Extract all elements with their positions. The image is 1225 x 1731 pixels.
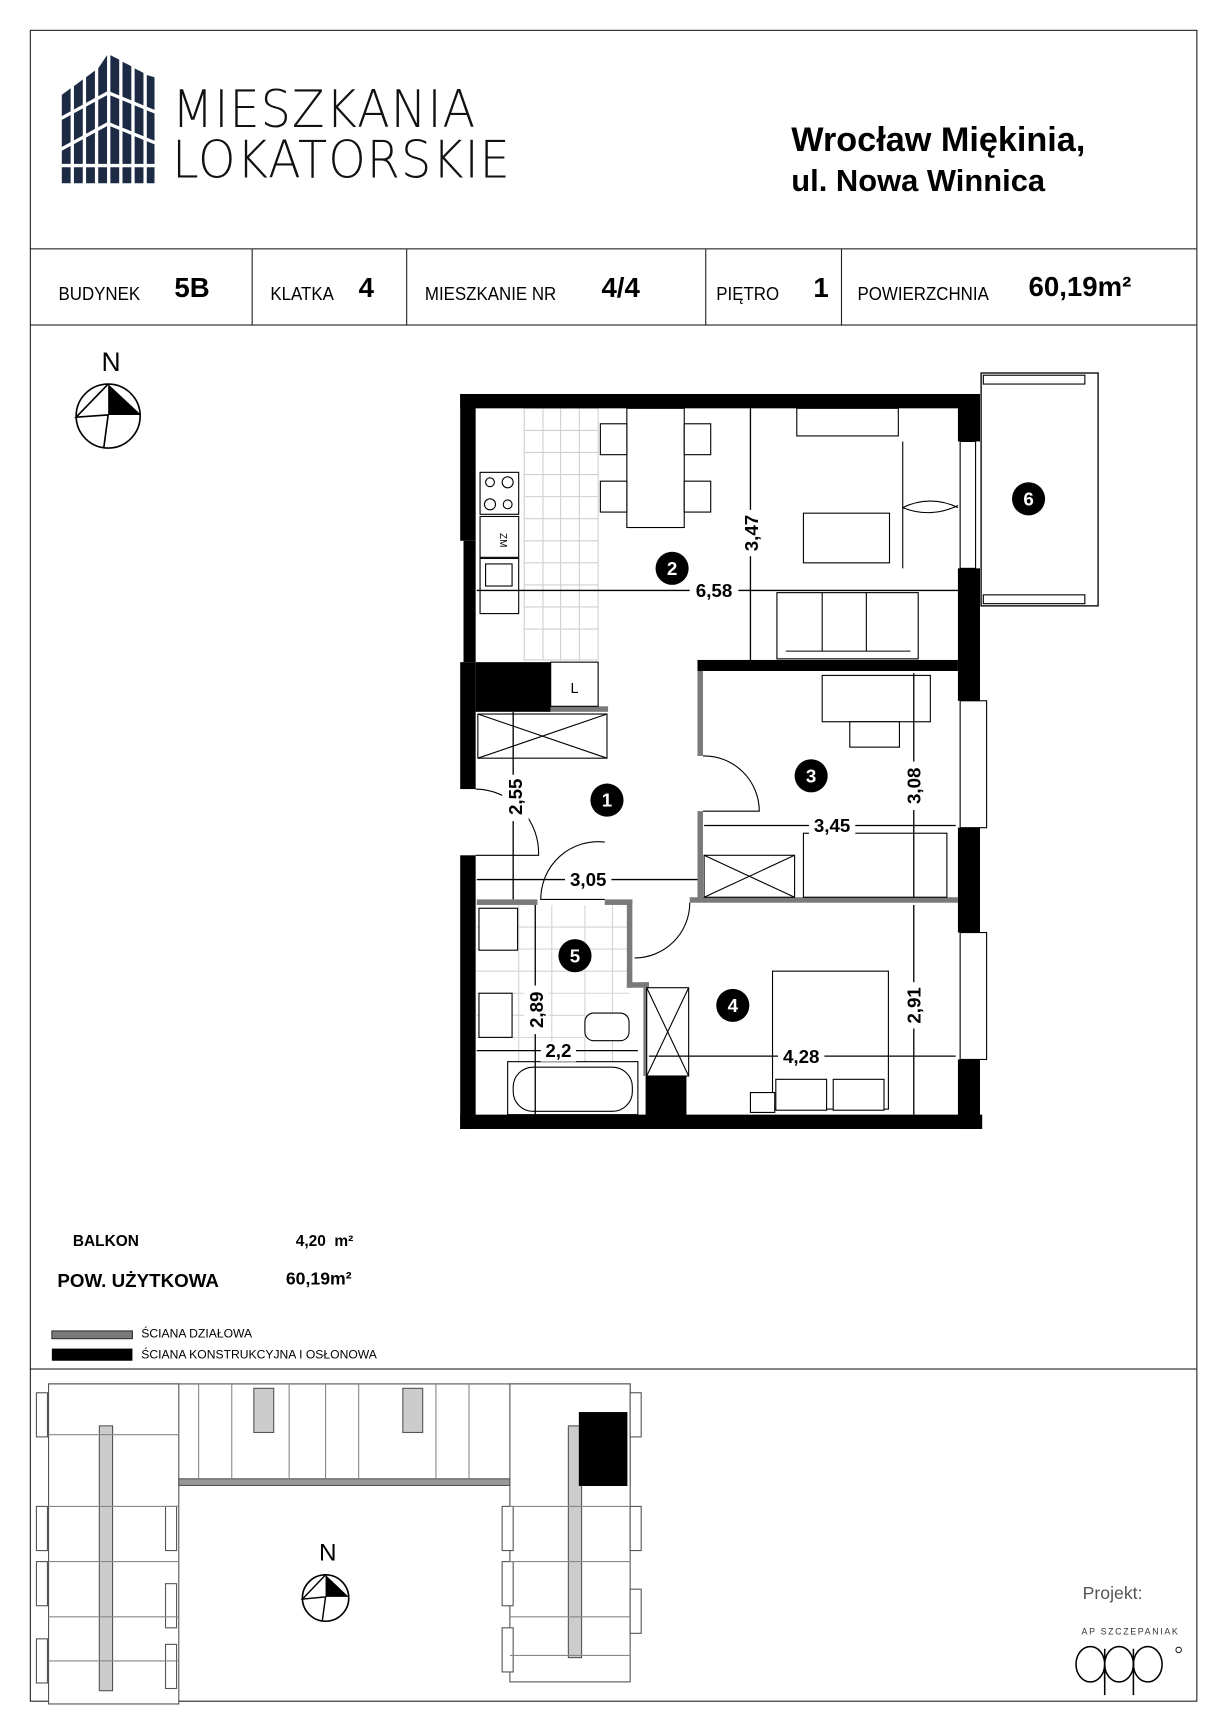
room-number: 6 bbox=[1023, 488, 1033, 509]
room-number: 1 bbox=[602, 790, 612, 811]
info-row-divider bbox=[29, 324, 1197, 326]
area-value: 60,19m² bbox=[1028, 271, 1132, 303]
staircase-label: KLATKA bbox=[270, 283, 334, 305]
firm-logo-icon bbox=[1075, 1645, 1182, 1696]
building-label: BUDYNEK bbox=[58, 283, 141, 305]
floor-value: 1 bbox=[813, 272, 829, 304]
siteplan-divider bbox=[29, 1368, 1197, 1370]
site-compass-north-label: N bbox=[319, 1539, 337, 1566]
room-number: 2 bbox=[667, 558, 677, 579]
site-plan bbox=[35, 1383, 642, 1705]
project-label: Projekt: bbox=[1082, 1584, 1143, 1604]
site-compass-icon: N bbox=[300, 1539, 350, 1623]
building-value: 5B bbox=[174, 272, 210, 304]
balcony-outline bbox=[980, 372, 1099, 607]
logo-text-line2: LOKATORSKIE bbox=[172, 130, 511, 191]
dimension-label: 3,05 bbox=[570, 869, 606, 890]
legend-structural-label: ŚCIANA KONSTRUKCYJNA I OSŁONOWA bbox=[141, 1348, 377, 1362]
building-logo-icon bbox=[59, 55, 157, 184]
dimension-label: 6,58 bbox=[696, 580, 733, 601]
dimension-label: 3,45 bbox=[814, 815, 851, 836]
location-street: ul. Nowa Winnica bbox=[791, 163, 1046, 198]
dimension-label: 2,55 bbox=[505, 779, 526, 816]
furniture bbox=[477, 407, 948, 1116]
apartment-label: MIESZKANIE NR bbox=[424, 283, 557, 305]
room-number: 5 bbox=[570, 945, 580, 966]
dimension-label: 2,2 bbox=[545, 1040, 571, 1061]
staircase-value: 4 bbox=[358, 272, 375, 304]
legend-partition-swatch bbox=[51, 1330, 133, 1340]
usable-area-label: POW. UŻYTKOWA bbox=[57, 1270, 219, 1292]
dimension-label: 3,08 bbox=[903, 768, 924, 805]
sheet-frame bbox=[29, 29, 1198, 1702]
closet-label: L bbox=[571, 681, 579, 697]
compass-north-label: N bbox=[102, 347, 121, 377]
usable-area-value: 60,19m² bbox=[285, 1270, 352, 1290]
cell-divider bbox=[705, 249, 707, 326]
kitchen-tiles bbox=[523, 407, 599, 661]
dimension-label: 2,91 bbox=[903, 987, 924, 1024]
room-number: 4 bbox=[728, 995, 739, 1016]
cell-divider bbox=[251, 249, 253, 326]
structural-walls bbox=[460, 393, 983, 1129]
compass-icon: N bbox=[74, 347, 142, 449]
apartment-value: 4/4 bbox=[601, 272, 640, 304]
highlighted-apartment bbox=[578, 1412, 628, 1486]
legend-partition-label: ŚCIANA DZIAŁOWA bbox=[141, 1327, 253, 1341]
windows bbox=[959, 440, 988, 1061]
room-number: 3 bbox=[806, 765, 816, 786]
legend-structural-swatch bbox=[51, 1348, 133, 1361]
cell-divider bbox=[406, 249, 408, 326]
firm-name: AP SZCZEPANIAK bbox=[1081, 1626, 1180, 1637]
balcony-area: 4,20 m² bbox=[295, 1231, 354, 1250]
balcony-label: BALKON bbox=[72, 1231, 139, 1250]
cell-divider bbox=[840, 249, 843, 326]
location-city: Wrocław Miękinia, bbox=[791, 120, 1086, 159]
dimension-label: 4,28 bbox=[783, 1046, 819, 1067]
dimension-label: 3,47 bbox=[741, 515, 762, 552]
logo-text-line1: MIESZKANIA bbox=[172, 79, 477, 141]
fridge-label: ZM bbox=[497, 533, 508, 547]
floor-label: PIĘTRO bbox=[716, 283, 780, 305]
dimension-label: 2,89 bbox=[526, 992, 547, 1029]
header-divider bbox=[29, 248, 1197, 250]
area-label: POWIERZCHNIA bbox=[857, 283, 989, 305]
